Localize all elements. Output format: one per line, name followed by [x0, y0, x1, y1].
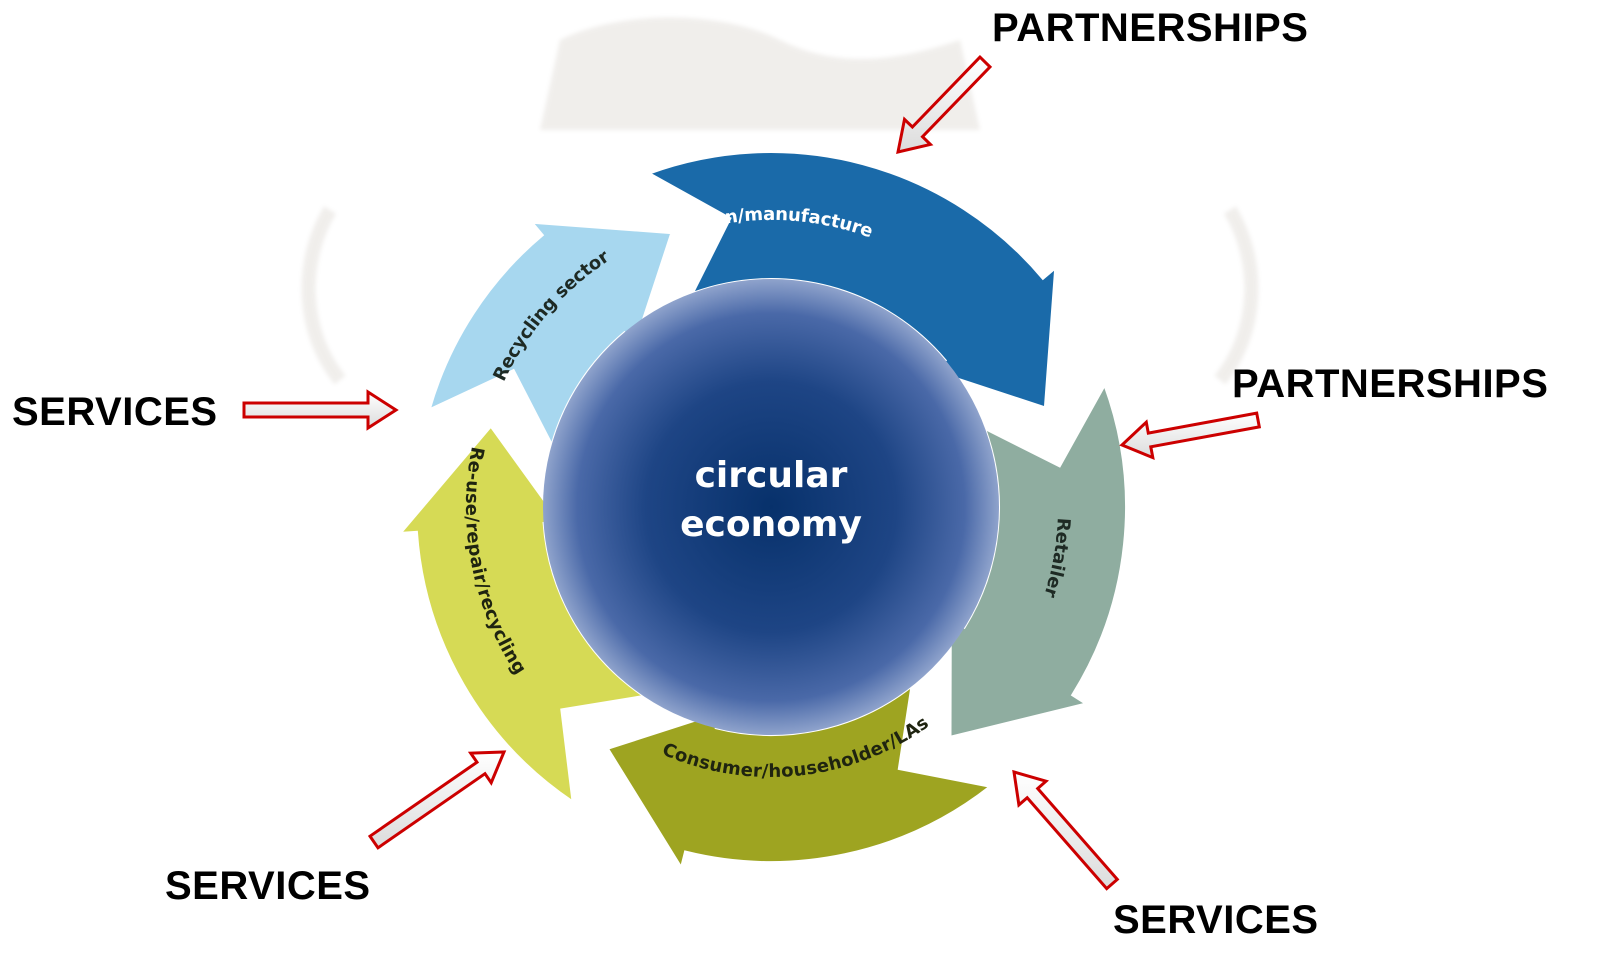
circular-economy-core — [543, 279, 999, 735]
center-title-line-1: circular — [695, 455, 848, 496]
arrow-partnerships-top — [896, 54, 993, 154]
arrow-services-left — [242, 389, 399, 431]
arrow-services-bottom-right — [1012, 769, 1120, 891]
cycle-ring — [398, 151, 1128, 870]
partnerships-label-top: PARTNERSHIPS — [992, 6, 1309, 50]
center-title-line-2: economy — [680, 504, 862, 545]
services-label-bottom-left: SERVICES — [165, 864, 371, 908]
arrow-services-bottom-left — [367, 750, 507, 850]
arrow-partnerships-right — [1119, 411, 1262, 461]
segment-consumer — [606, 684, 992, 870]
callout-arrows — [242, 54, 1262, 891]
services-label-left: SERVICES — [12, 390, 218, 434]
services-label-bottom-right: SERVICES — [1113, 898, 1319, 942]
background-watermark — [301, 17, 1259, 385]
partnerships-label-right: PARTNERSHIPS — [1232, 362, 1549, 406]
